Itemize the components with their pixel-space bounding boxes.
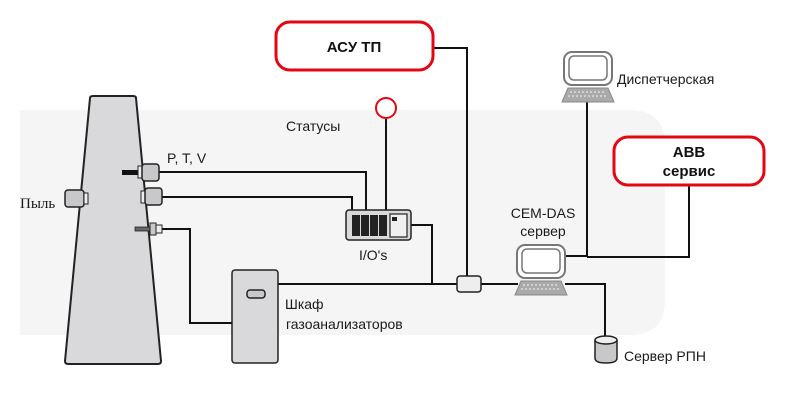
asu-tp-box: АСУ ТП (274, 20, 435, 72)
rpn-server-label: Сервер РПН (624, 348, 706, 364)
cemdas-label-line1: CEM-DAS (511, 205, 576, 221)
io-module (345, 209, 412, 241)
gas-sensor (140, 187, 163, 206)
wires (158, 47, 690, 338)
abb-label-line1: ABB (673, 144, 706, 161)
ptv-label: P, T, V (167, 150, 207, 166)
dispatch-label: Диспетчерская (617, 71, 714, 87)
database-icon (594, 335, 618, 364)
dispatch-computer-icon (561, 51, 615, 103)
plant-area-panel (20, 110, 665, 335)
cabinet-label-line2: газоанализаторов (286, 316, 403, 332)
ios-label: I/O's (359, 247, 387, 263)
chimney (63, 95, 163, 365)
cabinet-label-line1: Шкаф (285, 296, 324, 312)
asu-tp-label: АСУ ТП (327, 39, 382, 56)
abb-label-line2: сервис (663, 163, 716, 180)
abb-service-box: ABB сервис (612, 135, 766, 187)
sampling-probe (134, 222, 163, 236)
ptv-sensor (122, 163, 160, 182)
network-switch (456, 275, 482, 293)
statuses-label: Статусы (286, 118, 340, 134)
dust-sensor (64, 189, 89, 208)
dust-label: Пыль (20, 196, 55, 212)
cemdas-server-icon (514, 244, 568, 296)
gas-analyzer-cabinet (231, 269, 279, 364)
status-indicator-icon (375, 97, 397, 119)
cemdas-label-line2: сервер (520, 223, 566, 239)
